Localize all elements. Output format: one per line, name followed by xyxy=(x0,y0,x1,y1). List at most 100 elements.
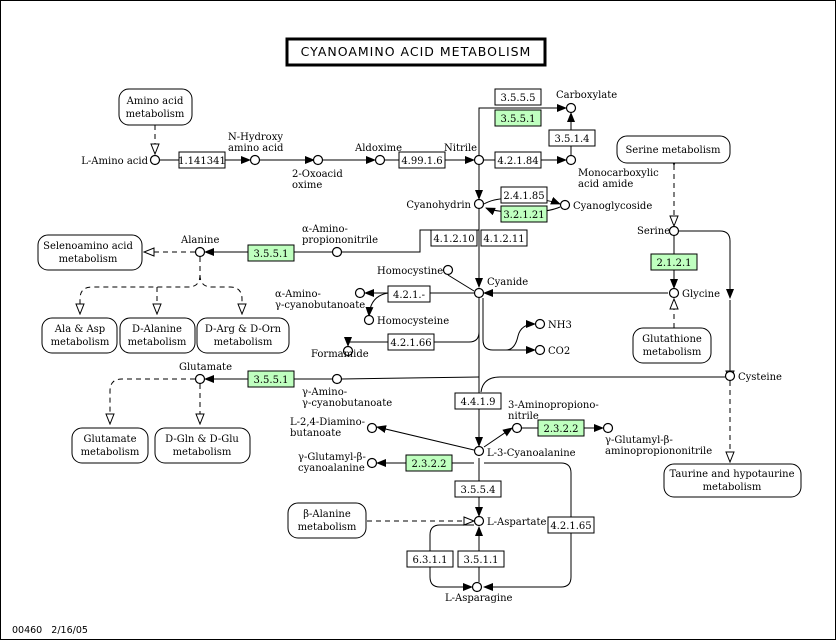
enzyme-4-1-2-10[interactable]: 4.1.2.10 xyxy=(430,229,478,247)
enzyme-4-2-1-84[interactable]: 4.2.1.84 xyxy=(494,151,542,169)
compound-node-glycine[interactable] xyxy=(668,287,680,299)
compound-node-l-amino-acid[interactable] xyxy=(149,154,161,166)
compound-label-gamma-amino-gamma-cyanobutanoate: γ-Amino- xyxy=(302,387,347,398)
enzyme-4-2-1-66[interactable]: 4.2.1.66 xyxy=(387,333,435,351)
map-label: Glutathione xyxy=(642,334,702,345)
enzyme-6-3-1-1[interactable]: 6.3.1.1 xyxy=(406,550,454,568)
enzyme-4-99-1-6[interactable]: 4.99.1.6 xyxy=(398,151,446,169)
map-beta-alanine-metabolism[interactable]: β-Alanine metabolism xyxy=(287,502,367,539)
enzyme-3-5-5-1-glutamate[interactable]: 3.5.5.1 xyxy=(247,370,295,388)
compound-node-gamma-glutamyl-beta-aminopropiononitrile[interactable] xyxy=(602,422,614,434)
map-d-gln-d-glu-metabolism[interactable]: D-Gln & D-Glu metabolism xyxy=(154,427,251,464)
compound-label-gamma-glutamyl-beta-aminopropiononitrile: aminopropiononitrile xyxy=(605,446,712,457)
compound-label-l-asparagine: L-Asparagine xyxy=(445,593,513,604)
compound-node-alpha-amino-gamma-cyanobutanoate[interactable] xyxy=(354,287,366,299)
enzyme-1141341[interactable]: 1.141341 xyxy=(178,151,226,169)
compound-node-3-aminopropiononitrile[interactable] xyxy=(511,422,523,434)
enzyme-3-5-1-1[interactable]: 3.5.1.1 xyxy=(457,550,505,568)
compound-node-n-hydroxy-amino-acid[interactable] xyxy=(249,154,261,166)
map-amino-acid-metabolism[interactable]: Amino acid metabolism xyxy=(118,88,193,126)
enzyme-4-2-1-65[interactable]: 4.2.1.65 xyxy=(547,516,595,534)
compound-nodes xyxy=(149,102,736,593)
enzyme-label: 4.2.1.65 xyxy=(550,521,591,532)
compound-node-serine[interactable] xyxy=(668,225,680,237)
map-serine-metabolism[interactable]: Serine metabolism xyxy=(616,135,731,164)
map-ala-asp-metabolism[interactable]: Ala & Asp metabolism xyxy=(41,317,118,354)
enzyme-label: 4.2.1.84 xyxy=(497,156,538,167)
enzyme-label: 4.4.1.9 xyxy=(461,397,496,408)
enzyme-3-5-5-5[interactable]: 3.5.5.5 xyxy=(494,88,542,106)
enzyme-label: 3.5.5.5 xyxy=(501,93,536,104)
enzyme-3-5-1-4[interactable]: 3.5.1.4 xyxy=(548,129,596,147)
compound-node-cyanide[interactable] xyxy=(473,287,485,299)
enzyme-2-3-2-2-aminopropio[interactable]: 2.3.2.2 xyxy=(537,419,585,437)
compound-node-cyanoglycoside[interactable] xyxy=(559,199,571,211)
enzyme-2-3-2-2-cyanoalanine[interactable]: 2.3.2.2 xyxy=(405,454,453,472)
compound-node-l-3-cyanoalanine[interactable] xyxy=(473,445,485,457)
compound-label-monocarboxylic-acid-amide: Monocarboxylic xyxy=(578,168,659,179)
compound-node-cyanohydrin[interactable] xyxy=(473,198,485,210)
enzyme-label: 3.5.5.4 xyxy=(461,485,496,496)
compound-node-alanine[interactable] xyxy=(194,246,206,258)
enzyme-label: 4.2.1.66 xyxy=(390,338,431,349)
map-glutathione-metabolism[interactable]: Glutathione metabolism xyxy=(632,327,712,364)
compound-label-alpha-amino-gamma-cyanobutanoate: α-Amino- xyxy=(275,289,321,300)
compound-label-aldoxime: Aldoxime xyxy=(354,143,402,154)
enzyme-3-2-1-21[interactable]: 3.2.1.21 xyxy=(500,205,548,223)
map-label: Glutamate xyxy=(84,434,137,445)
compound-node-homocystine[interactable] xyxy=(442,264,454,276)
compound-label-homocysteine: Homocysteine xyxy=(377,316,449,327)
enzyme-label: 4.2.1.- xyxy=(393,290,425,301)
compound-node-carboxylate[interactable] xyxy=(565,102,577,114)
enzyme-4-2-1-dash[interactable]: 4.2.1.- xyxy=(387,285,431,303)
map-label: D-Gln & D-Glu xyxy=(165,434,239,445)
map-d-alanine-metabolism[interactable]: D-Alanine metabolism xyxy=(119,317,196,354)
compound-node-homocysteine[interactable] xyxy=(363,314,375,326)
enzyme-3-5-5-1-nitrilase[interactable]: 3.5.5.1 xyxy=(494,109,542,127)
map-glutamate-metabolism[interactable]: Glutamate metabolism xyxy=(71,427,149,464)
map-label: metabolism xyxy=(214,337,273,348)
map-label: metabolism xyxy=(51,337,110,348)
compound-node-cysteine[interactable] xyxy=(724,370,736,382)
compound-node-glutamate[interactable] xyxy=(194,373,206,385)
compound-node-aldoxime[interactable] xyxy=(374,154,386,166)
compound-labels: L-Amino acid N-Hydroxy amino acid 2-Oxoa… xyxy=(81,90,782,604)
enzyme-label: 3.5.1.1 xyxy=(464,555,499,566)
map-taurine-hypotaurine-metabolism[interactable]: Taurine and hypotaurine metabolism xyxy=(663,463,802,498)
compound-label-gamma-glutamyl-beta-aminopropiononitrile: γ-Glutamyl-β- xyxy=(605,435,673,446)
compound-node-l-aspartate[interactable] xyxy=(473,515,485,527)
compound-node-gamma-amino-gamma-cyanobutanoate[interactable] xyxy=(331,373,343,385)
compound-node-l-asparagine[interactable] xyxy=(471,581,483,593)
compound-node-monocarboxylic-acid-amide[interactable] xyxy=(565,154,577,166)
compound-node-2-oxoacid-oxime[interactable] xyxy=(312,154,324,166)
compound-node-co2[interactable] xyxy=(534,344,546,356)
compound-node-nh3[interactable] xyxy=(534,318,546,330)
map-label: D-Alanine xyxy=(132,324,182,335)
compound-label-glycine: Glycine xyxy=(682,289,720,300)
compound-node-nitrile[interactable] xyxy=(473,154,485,166)
enzyme-4-1-2-11[interactable]: 4.1.2.11 xyxy=(480,229,528,247)
compound-node-l-2-4-diaminobutanoate[interactable] xyxy=(366,422,378,434)
compound-node-alpha-amino-propiononitrile[interactable] xyxy=(331,246,343,258)
enzyme-3-5-5-4[interactable]: 3.5.5.4 xyxy=(454,480,502,498)
enzyme-4-4-1-9[interactable]: 4.4.1.9 xyxy=(454,392,502,410)
map-label: metabolism xyxy=(298,522,357,533)
map-label: Ala & Asp xyxy=(54,324,105,335)
compound-node-formamide[interactable] xyxy=(342,345,354,357)
enzyme-label: 2.4.1.85 xyxy=(503,191,544,202)
compound-label-serine: Serine xyxy=(637,226,670,237)
enzyme-3-5-5-1-alanine[interactable]: 3.5.5.1 xyxy=(247,244,295,262)
compound-label-nitrile: Nitrile xyxy=(444,143,477,154)
compound-label-gamma-glutamyl-beta-cyanoalanine: cyanoalanine xyxy=(298,463,365,474)
map-selenoamino-acid-metabolism[interactable]: Selenoamino acid metabolism xyxy=(37,234,143,271)
compound-label-2-oxoacid-oxime: 2-Oxoacid xyxy=(292,169,343,180)
map-label: Serine metabolism xyxy=(625,145,721,156)
map-label: D-Arg & D-Orn xyxy=(205,324,282,335)
compound-label-glutamate: Glutamate xyxy=(179,362,232,373)
map-title-text: CYANOAMINO ACID METABOLISM xyxy=(301,44,532,59)
map-d-arg-d-orn-metabolism[interactable]: D-Arg & D-Orn metabolism xyxy=(196,317,290,354)
compound-label-alpha-amino-gamma-cyanobutanoate: γ-cyanobutanoate xyxy=(275,300,365,311)
enzyme-2-4-1-85[interactable]: 2.4.1.85 xyxy=(500,186,548,204)
enzyme-2-1-2-1[interactable]: 2.1.2.1 xyxy=(650,253,698,271)
compound-node-gamma-glutamyl-beta-cyanoalanine[interactable] xyxy=(366,457,378,469)
